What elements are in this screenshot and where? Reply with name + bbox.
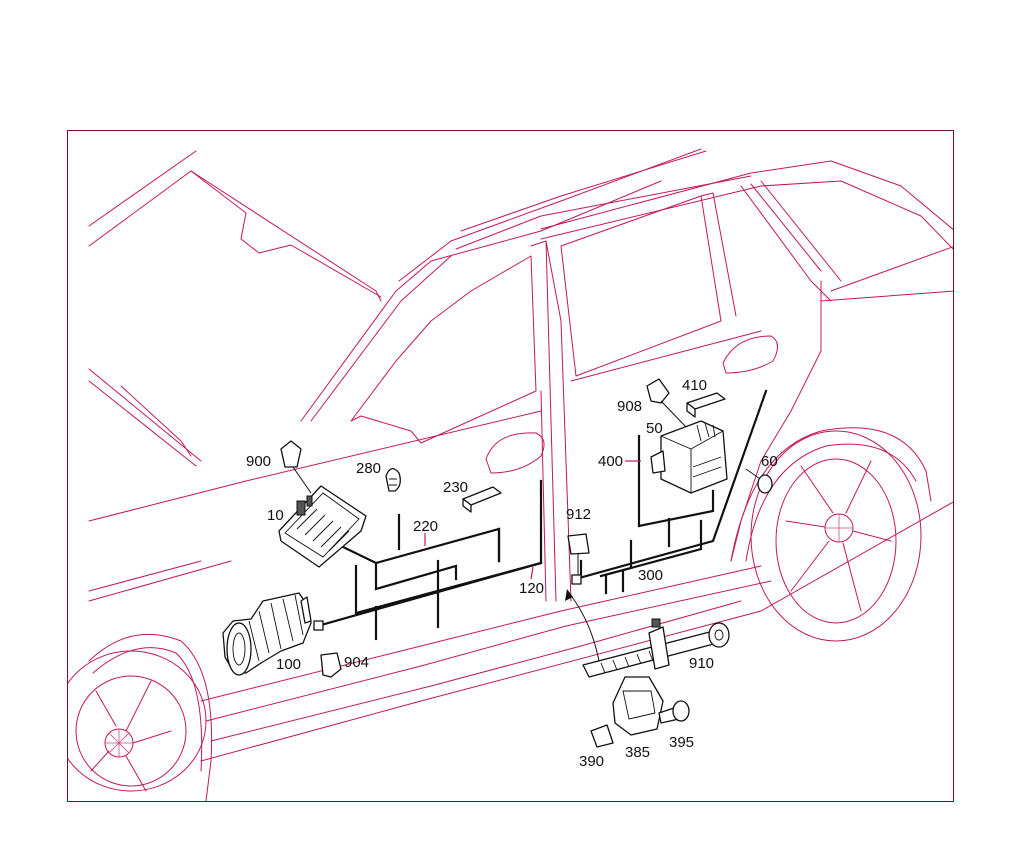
callout-904: 904 — [344, 654, 369, 671]
door-wiring-diagram: 900 10 280 230 220 120 100 904 912 908 4… — [68, 148, 953, 801]
wiring-harness — [319, 389, 768, 641]
connector-part-904 — [313, 620, 342, 678]
screw-part-60 — [745, 468, 773, 494]
callout-900: 900 — [246, 453, 271, 470]
callout-120: 120 — [519, 580, 544, 597]
callout-385: 385 — [625, 744, 650, 761]
callout-230: 230 — [443, 479, 468, 496]
connector-part-900 — [280, 440, 312, 494]
cover-part-230 — [462, 486, 502, 513]
callout-390: 390 — [579, 753, 604, 770]
callout-10: 10 — [267, 507, 284, 524]
diagram-frame: 900 10 280 230 220 120 100 904 912 908 4… — [67, 130, 954, 802]
callout-300: 300 — [638, 567, 663, 584]
callout-60: 60 — [761, 453, 778, 470]
callout-912: 912 — [566, 506, 591, 523]
callout-410: 410 — [682, 377, 707, 394]
callout-leader-120 — [530, 566, 534, 580]
callout-395: 395 — [669, 734, 694, 751]
check-strap-part-910 — [582, 618, 730, 678]
callout-280: 280 — [356, 460, 381, 477]
cover-part-410 — [686, 392, 726, 418]
bolt-part-395 — [658, 700, 690, 724]
callout-labels: 900 10 280 230 220 120 100 904 912 908 4… — [246, 377, 778, 770]
control-unit-part-10 — [278, 485, 367, 568]
callout-220: 220 — [413, 518, 438, 535]
clip-part-390 — [590, 724, 614, 748]
callout-910: 910 — [689, 655, 714, 672]
connector-part-908 — [646, 378, 687, 428]
callout-400: 400 — [598, 453, 623, 470]
assembly-arrow — [565, 589, 600, 662]
callout-50: 50 — [646, 420, 663, 437]
vehicle-outline — [68, 148, 953, 801]
callout-100: 100 — [276, 656, 301, 673]
callout-908: 908 — [617, 398, 642, 415]
clip-part-280 — [385, 468, 401, 492]
housing-part-385 — [612, 676, 664, 736]
control-unit-part-50 — [650, 420, 728, 494]
grommet-part-100 — [222, 592, 312, 676]
connector-part-912 — [567, 533, 590, 585]
